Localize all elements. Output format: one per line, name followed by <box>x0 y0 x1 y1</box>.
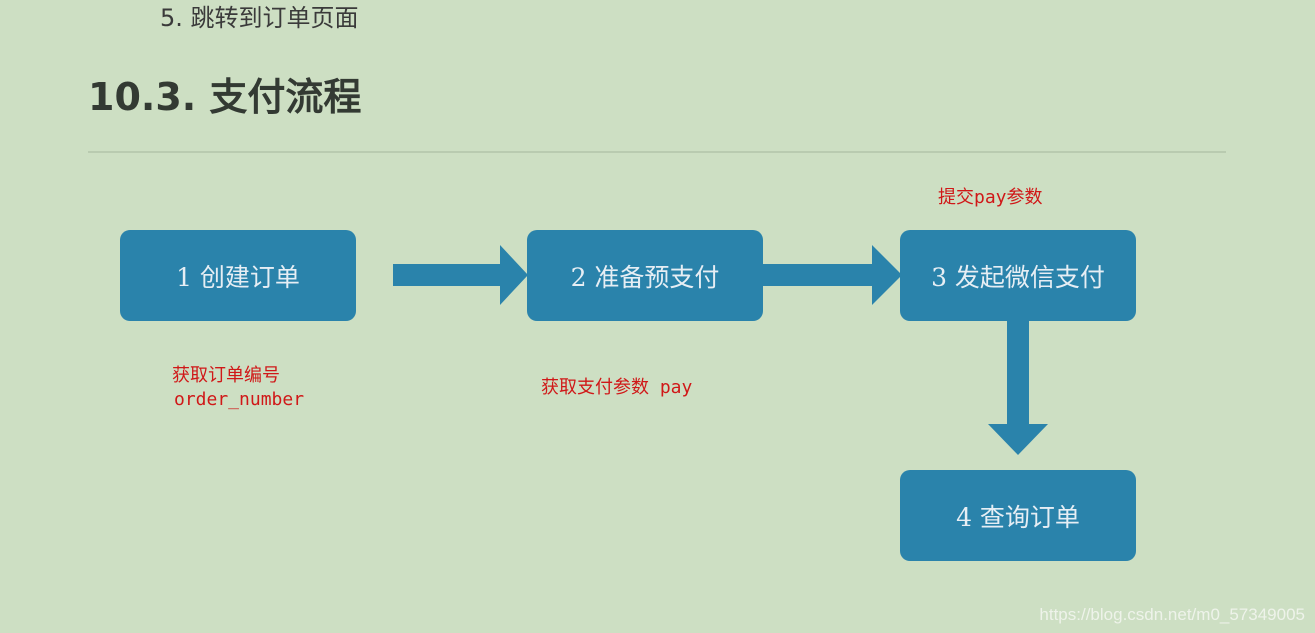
note-get-order-number: 获取订单编号 <box>172 365 280 386</box>
arrow-step1-to-step2 <box>393 245 528 305</box>
section-divider <box>88 151 1226 153</box>
note-order-number-field: order_number <box>174 389 305 410</box>
note-submit-pay-params: 提交pay参数 <box>938 187 1043 208</box>
arrow-step2-to-step3 <box>762 245 902 305</box>
step-3-initiate-wechat-pay: 3 发起微信支付 <box>900 230 1136 321</box>
list-item-jump-to-order-page: 5. 跳转到订单页面 <box>160 4 359 32</box>
step-2-prepare-prepay: 2 准备预支付 <box>527 230 763 321</box>
note-get-pay-params: 获取支付参数 pay <box>541 377 693 398</box>
section-title: 10.3. 支付流程 <box>88 75 362 119</box>
arrow-step3-to-step4 <box>988 320 1048 455</box>
step-4-query-order: 4 查询订单 <box>900 470 1136 561</box>
watermark-url: https://blog.csdn.net/m0_57349005 <box>1039 605 1305 624</box>
step-1-create-order: 1 创建订单 <box>120 230 356 321</box>
